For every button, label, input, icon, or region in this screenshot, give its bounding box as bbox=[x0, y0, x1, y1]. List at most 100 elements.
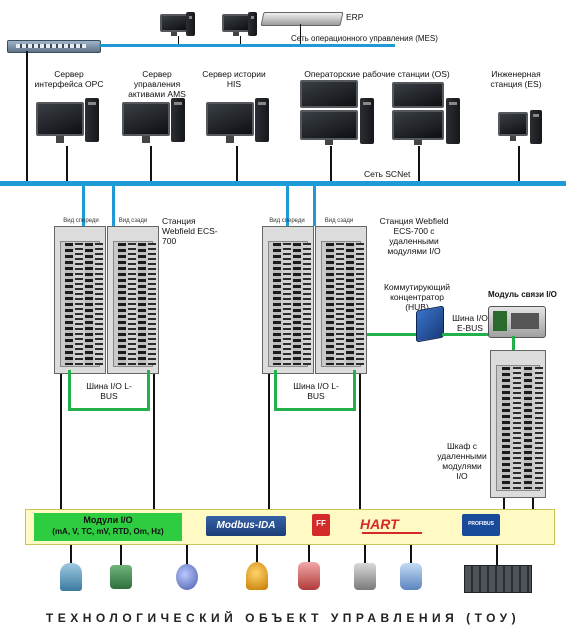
actuator-icon bbox=[354, 563, 376, 590]
os-station-2-tower bbox=[446, 98, 460, 144]
mes-pc-1 bbox=[160, 14, 188, 38]
pressure-transmitter-icon bbox=[60, 563, 82, 591]
st1-lbus-left bbox=[68, 370, 71, 410]
mes-network-line bbox=[99, 44, 395, 47]
st2-view-back: Вид сзади bbox=[324, 218, 354, 224]
opc-server-tower bbox=[85, 98, 99, 142]
his-server-monitor bbox=[206, 102, 254, 146]
os1-link bbox=[330, 146, 332, 182]
valve-positioner-icon bbox=[298, 562, 320, 590]
remote-cab-label: Шкаф с удаленными модулями I/O bbox=[437, 441, 487, 481]
station2-cabinet-back bbox=[315, 226, 367, 374]
mes-pc-2-tower bbox=[248, 12, 257, 36]
field-drop-6 bbox=[364, 545, 366, 565]
station2-cabinet-front bbox=[262, 226, 314, 374]
mes-pc-2 bbox=[222, 14, 250, 38]
profibus-logo-text: PROFIBUS bbox=[468, 521, 494, 527]
es-label: Инженерная станция (ES) bbox=[490, 69, 542, 89]
st2-drop-1 bbox=[268, 374, 270, 509]
ff-logo-text: FF bbox=[316, 519, 326, 528]
profibus-logo: PROFIBUS bbox=[462, 514, 500, 536]
io-modules-box: Модули I/O (mA, V, TC, mV, RTD, Om, Hz) bbox=[34, 513, 182, 541]
st2-to-hub-ebus bbox=[367, 333, 419, 336]
comm-module-label: Модуль связи I/O bbox=[488, 290, 557, 299]
ff-logo: FF bbox=[312, 514, 330, 536]
station1-cabinet-back bbox=[107, 226, 159, 374]
os-station-1-tower bbox=[360, 98, 374, 144]
plc-rack-icon bbox=[464, 565, 532, 593]
ams-server-monitor bbox=[122, 102, 170, 146]
footer-title: ТЕХНОЛОГИЧЕСКИЙ ОБЪЕКТ УПРАВЛЕНИЯ (ТОУ) bbox=[45, 611, 521, 625]
his-server-label: Сервер истории HIS bbox=[202, 69, 266, 89]
es-tower bbox=[530, 110, 542, 144]
hart-logo: HART bbox=[360, 514, 440, 536]
st2-lbus-left bbox=[274, 370, 277, 410]
field-drop-2 bbox=[120, 545, 122, 565]
mes-pc-1-link bbox=[178, 36, 179, 44]
opc-server-label: Сервер интерфейса OPC bbox=[34, 69, 104, 89]
st2-back-uplink bbox=[313, 186, 316, 226]
his-server-tower bbox=[255, 98, 269, 142]
st1-lbus-bottom bbox=[68, 408, 150, 411]
station1-cabinet-front bbox=[54, 226, 106, 374]
st1-title: Станция Webfield ECS-700 bbox=[162, 216, 218, 246]
es-link bbox=[518, 146, 520, 182]
st1-drop-2 bbox=[153, 374, 155, 509]
hub-label: Коммутирующий концентратор (HUB) bbox=[383, 282, 451, 312]
st2-drop-2 bbox=[359, 374, 361, 509]
st2-lbus-right bbox=[353, 370, 356, 410]
module-to-remote-cab bbox=[512, 336, 515, 352]
level-transmitter-icon bbox=[400, 563, 422, 590]
mes-pc-2-link bbox=[240, 36, 241, 44]
switch-uplink bbox=[26, 51, 28, 181]
io-modules-line2: (mA, V, TC, mV, RTD, Om, Hz) bbox=[52, 527, 164, 536]
scnet-label: Сеть SCNet bbox=[364, 169, 411, 179]
erp-server bbox=[260, 12, 344, 26]
field-drop-3 bbox=[186, 545, 188, 565]
opc-server-monitor bbox=[36, 102, 84, 146]
hub-device bbox=[416, 305, 444, 343]
modbus-logo: Modbus-IDA bbox=[206, 516, 286, 536]
st2-view-front: Вид спереди bbox=[269, 218, 305, 224]
st2-front-uplink bbox=[286, 186, 289, 226]
control-valve-icon bbox=[110, 565, 132, 589]
st1-front-uplink bbox=[82, 186, 85, 226]
os-label: Операторские рабочие станции (OS) bbox=[304, 69, 450, 79]
field-drop-8 bbox=[496, 545, 498, 565]
os-station-2 bbox=[392, 82, 444, 146]
comm-module bbox=[488, 306, 546, 338]
st1-view-back: Вид сзади bbox=[118, 218, 148, 224]
os-station-1 bbox=[300, 80, 358, 146]
io-modules-line1: Модули I/O bbox=[83, 515, 133, 525]
mes-switch bbox=[7, 40, 101, 53]
hart-logo-text: HART bbox=[360, 516, 399, 532]
field-drop-7 bbox=[410, 545, 412, 565]
erp-label: ERP bbox=[346, 12, 364, 22]
ebus-label: Шина I/O E-BUS bbox=[452, 313, 488, 333]
mes-label: Сеть операционного управления (MES) bbox=[291, 34, 438, 43]
flowmeter-icon bbox=[176, 564, 198, 590]
remote-io-cabinet bbox=[490, 350, 546, 498]
st1-lbus-right bbox=[147, 370, 150, 410]
mes-pc-1-tower bbox=[186, 12, 195, 36]
st2-bus-label: Шина I/O L-BUS bbox=[293, 381, 339, 401]
st2-lbus-bottom bbox=[274, 408, 356, 411]
remote-drop-1 bbox=[503, 498, 505, 510]
scnet-bus bbox=[0, 181, 566, 186]
field-drop-4 bbox=[256, 545, 258, 565]
st1-view-front: Вид спереди bbox=[63, 218, 99, 224]
field-drop-5 bbox=[308, 545, 310, 565]
modbus-logo-text: Modbus-IDA bbox=[216, 520, 276, 531]
ams-server-label: Сервер управления активами AMS bbox=[128, 69, 186, 99]
st2-title: Станция Webfield ECS-700 с удаленными мо… bbox=[379, 216, 449, 256]
remote-drop-2 bbox=[532, 498, 534, 510]
es-monitor bbox=[498, 112, 528, 144]
field-drop-1 bbox=[70, 545, 72, 565]
st1-bus-label: Шина I/O L-BUS bbox=[86, 381, 132, 401]
ams-link bbox=[150, 146, 152, 182]
his-link bbox=[236, 146, 238, 182]
ams-server-tower bbox=[171, 98, 185, 142]
hub-to-module-ebus bbox=[442, 333, 490, 336]
erp-link bbox=[300, 24, 301, 44]
st1-back-uplink bbox=[112, 186, 115, 226]
